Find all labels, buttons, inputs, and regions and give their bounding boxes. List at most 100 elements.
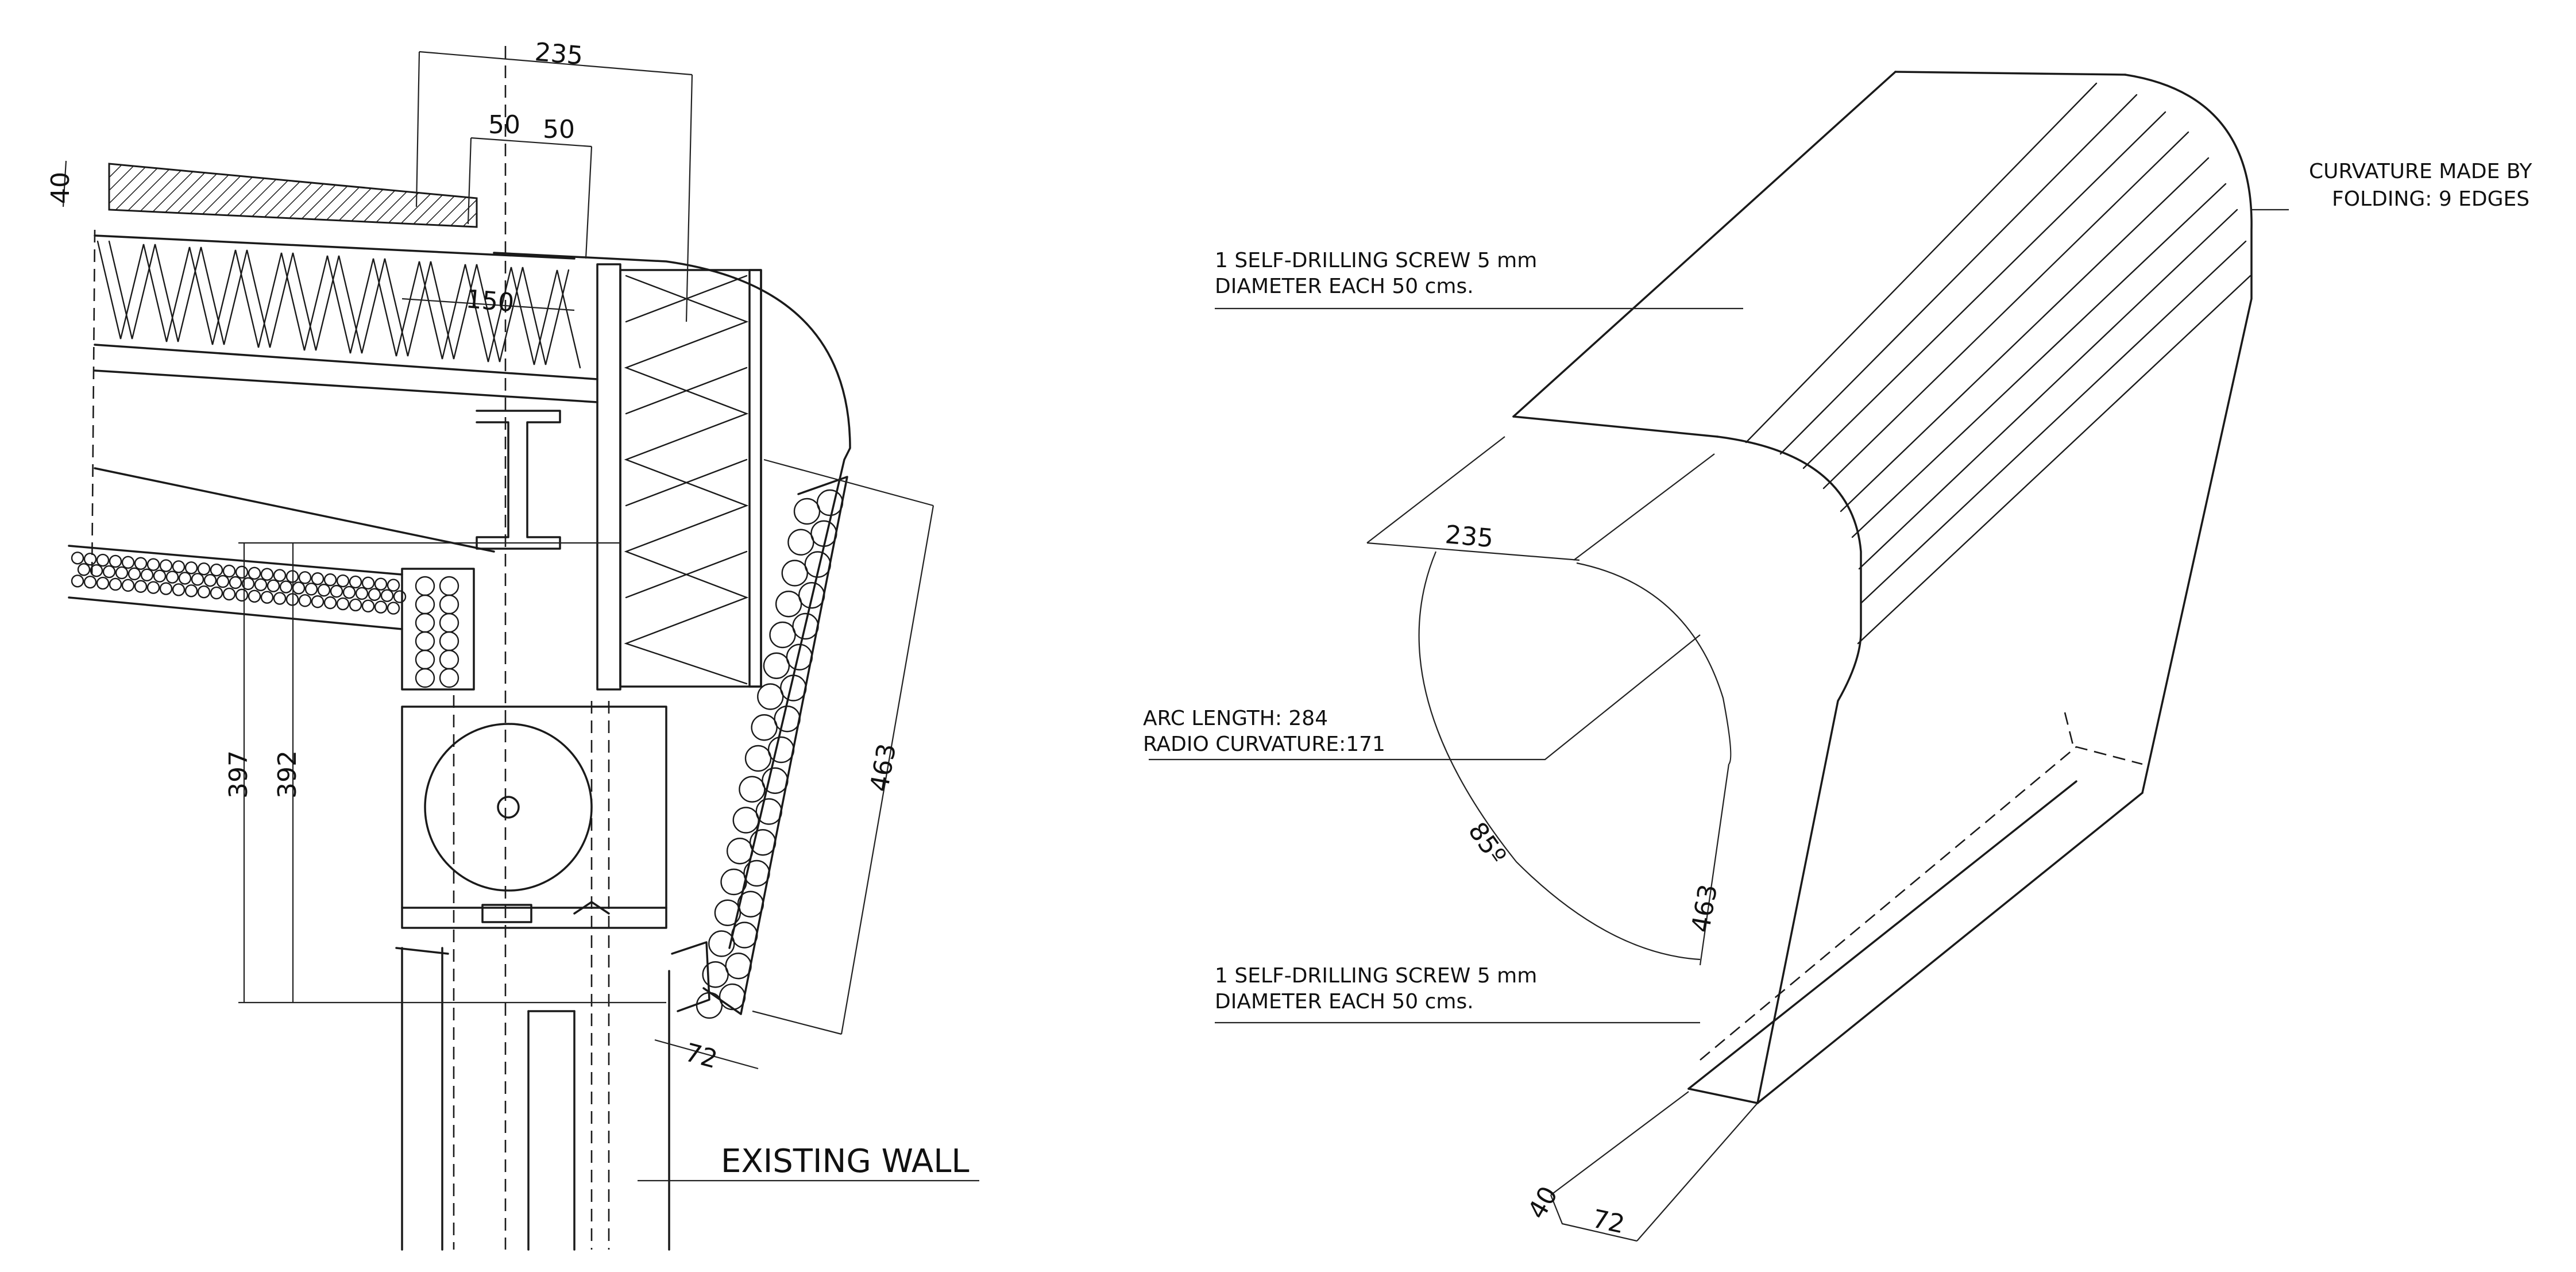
gravel-pebble	[77, 563, 91, 576]
steel-i-beam	[476, 410, 561, 550]
iso-dim-85-degrees: 85º	[1462, 817, 1512, 870]
gravel-pebble	[311, 595, 325, 608]
gravel-pebble	[203, 574, 217, 587]
iso-dim-463: 463	[1686, 882, 1724, 935]
gravel-pebble	[279, 580, 293, 593]
gravel-pebble	[755, 798, 782, 825]
screw-note-top-line2: DIAMETER EACH 50 cms.	[1215, 275, 1474, 298]
gravel-pebble	[380, 589, 394, 602]
gravel-pebble	[732, 807, 759, 834]
gravel-pebble	[726, 838, 754, 865]
gravel-pebble	[387, 579, 400, 592]
gravel-pebble	[439, 649, 459, 670]
dim-72: 72	[682, 1038, 720, 1074]
gravel-pebble	[248, 566, 261, 580]
iso-hidden-flange	[1700, 746, 2143, 1061]
gravel-pebble	[739, 776, 766, 803]
gravel-pebble	[134, 557, 148, 570]
gravel-pebble	[178, 572, 192, 585]
gravel-pebble	[336, 597, 350, 611]
screw-note-bottom-line1: 1 SELF-DRILLING SCREW 5 mm	[1215, 964, 1537, 988]
gravel-fill-horizontal	[71, 552, 407, 615]
gravel-pebble	[317, 584, 331, 597]
gravel-pebble	[134, 580, 148, 593]
top-insulation-layer	[94, 234, 598, 380]
gravel-pebble	[165, 571, 179, 584]
gravel-pebble	[439, 594, 459, 615]
curvature-note-line1: CURVATURE MADE BY	[2309, 160, 2533, 183]
iso-dim-235: 235	[1444, 520, 1494, 553]
gravel-pebble	[184, 584, 198, 598]
iso-bottom-edge	[1756, 792, 2144, 1104]
gravel-fill-box-left	[415, 576, 459, 688]
gravel-pebble	[83, 552, 97, 566]
gravel-pebble	[83, 575, 97, 589]
section-outline-left	[91, 229, 96, 581]
gravel-pebble	[439, 668, 459, 688]
curved-cover-sheet	[493, 252, 851, 949]
gravel-pebble	[267, 579, 280, 592]
iso-leader-lines	[1149, 209, 2289, 1024]
gravel-pebble	[374, 577, 388, 591]
gravel-pebble	[775, 591, 802, 618]
wall-stud	[596, 263, 621, 691]
gravel-pebble	[273, 592, 287, 605]
gravel-pebble	[439, 631, 459, 652]
gravel-pebble	[298, 594, 312, 607]
gravel-pebble	[763, 652, 790, 679]
iso-front-profile	[1716, 435, 1862, 1104]
section-detail: 235 50 50 40 150 397 392 463 72 EXISTING…	[46, 37, 979, 1251]
radio-curvature-note: RADIO CURVATURE:171	[1143, 733, 1385, 756]
gravel-pebble	[115, 566, 129, 580]
gravel-pebble	[172, 560, 186, 573]
screw-note-bottom-line2: DIAMETER EACH 50 cms.	[1215, 990, 1474, 1013]
gravel-pebble	[153, 569, 167, 583]
gravel-pebble	[197, 562, 211, 576]
gravel-pebble	[311, 572, 325, 585]
gravel-pebble	[292, 581, 306, 595]
arc-length-note: ARC LENGTH: 284	[1143, 707, 1328, 730]
gravel-pebble	[720, 868, 747, 896]
gravel-pebble	[415, 631, 435, 652]
gravel-pebble	[159, 559, 173, 572]
gravel-pebble	[767, 736, 795, 764]
iso-lower-face-edge	[1687, 780, 2077, 1090]
gravel-pebble	[816, 489, 844, 516]
gravel-pebble	[737, 891, 764, 918]
gravel-pebble	[191, 573, 204, 586]
gravel-pebble	[222, 587, 236, 601]
dim-397: 397	[224, 750, 253, 799]
gravel-pebble	[415, 668, 435, 688]
gravel-pebble	[229, 576, 242, 589]
gravel-pebble	[330, 584, 343, 598]
gravel-pebble	[96, 576, 110, 590]
gravel-pebble	[725, 953, 752, 980]
gravel-pebble	[235, 565, 249, 579]
gravel-pebble	[298, 571, 312, 584]
iso-top-front-edge	[1512, 415, 1718, 438]
dim-463: 463	[865, 741, 902, 794]
gravel-pebble	[361, 576, 375, 590]
gravel-pebble	[260, 568, 274, 581]
gravel-pebble	[393, 590, 407, 603]
gravel-pebble	[762, 767, 789, 794]
gravel-pebble	[415, 612, 435, 633]
gravel-pebble	[757, 683, 784, 710]
gravel-pebble	[109, 554, 122, 568]
gravel-pebble	[781, 560, 808, 587]
gravel-pebble	[102, 565, 116, 579]
gravel-pebble	[323, 573, 337, 587]
gravel-pebble	[415, 576, 435, 596]
gravel-pebble	[355, 587, 369, 600]
gravel-pebble	[349, 575, 362, 589]
gravel-pebble	[210, 586, 223, 600]
gravel-pebble	[774, 706, 801, 733]
gravel-pebble	[342, 585, 356, 599]
dim-235: 235	[534, 37, 584, 71]
gravel-pebble	[109, 577, 122, 591]
gravel-pebble	[241, 577, 255, 591]
gravel-pebble	[336, 574, 350, 588]
gravel-pebble	[361, 599, 375, 613]
screw-note-top-line1: 1 SELF-DRILLING SCREW 5 mm	[1215, 249, 1537, 272]
